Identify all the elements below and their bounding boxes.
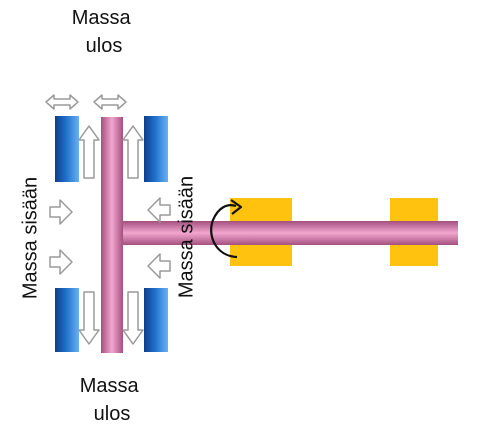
left-inlet-label: Massa sisään: [19, 177, 41, 299]
double-arrow-icon: [45, 94, 79, 110]
rotor-disc: [101, 117, 123, 353]
top-outlet-label: Massa ulos: [72, 7, 136, 57]
arrow-icon: [122, 291, 144, 345]
arrow-icon: [78, 125, 100, 179]
double-arrow-icon: [93, 94, 127, 110]
refiner-plate-top-left: [55, 116, 79, 182]
top-outlet-label-line2: ulos: [86, 35, 123, 57]
arrow-icon: [122, 125, 144, 179]
arrow-icon: [49, 199, 73, 225]
arrow-icon: [147, 197, 171, 223]
arrow-icon: [147, 253, 171, 279]
top-outlet-label-line1: Massa: [72, 7, 132, 29]
arrow-icon: [78, 291, 100, 345]
refiner-plate-bottom-right: [144, 288, 168, 352]
refiner-plate-top-right: [144, 116, 168, 182]
horizontal-shaft: [110, 221, 458, 245]
rotation-arrow-icon: [210, 199, 243, 259]
refiner-plate-bottom-left: [55, 288, 79, 352]
bottom-outlet-label: Massa ulos: [80, 375, 144, 425]
bottom-outlet-label-line2: ulos: [94, 403, 131, 425]
arrow-icon: [49, 249, 73, 275]
middle-inlet-label: Massa sisään: [175, 176, 197, 298]
bottom-outlet-label-line1: Massa: [80, 375, 140, 397]
